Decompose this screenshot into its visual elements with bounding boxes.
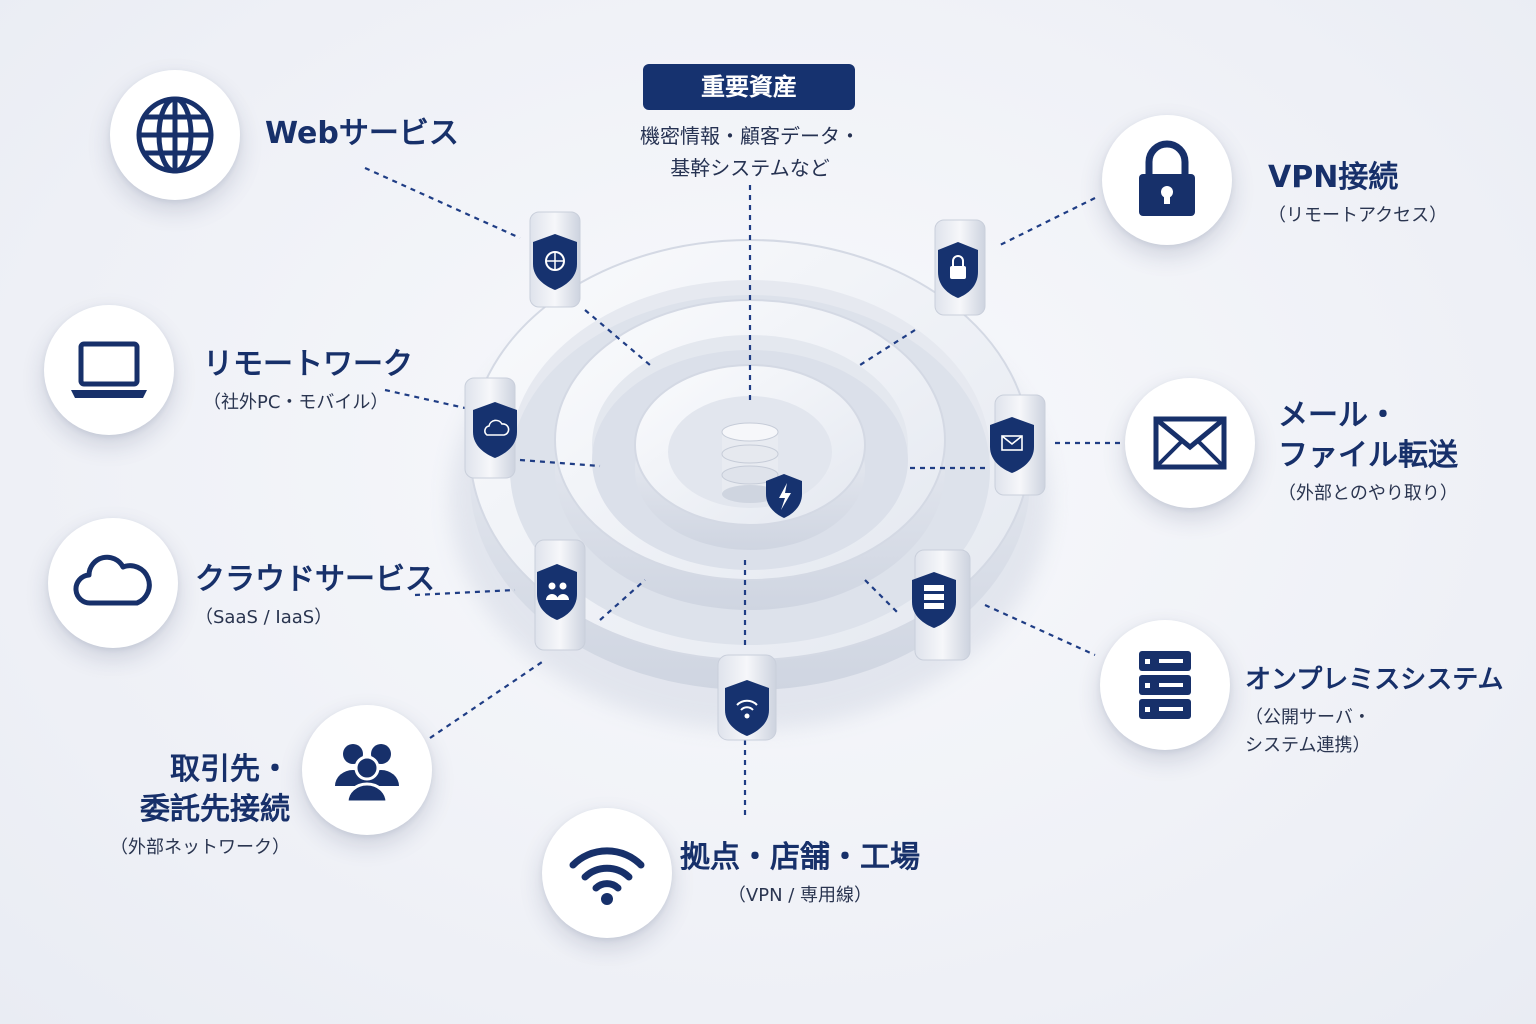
label-sites: 拠点・店舗・工場 （VPN / 専用線）	[680, 838, 920, 910]
node-vpn	[1102, 115, 1232, 245]
node-subtitle: （SaaS / IaaS）	[195, 607, 333, 628]
node-title: オンプレミスシステム	[1245, 665, 1504, 695]
node-title: 委託先接続	[140, 792, 290, 827]
node-cloud	[48, 518, 178, 648]
node-subtitle: システム連携）	[1245, 735, 1371, 756]
node-onprem	[1100, 620, 1230, 750]
node-title: リモートワーク	[203, 347, 413, 382]
node-mail	[1125, 378, 1255, 508]
label-onprem: オンプレミスシステム （公開サーバ・ システム連携）	[1245, 660, 1503, 760]
label-remote-work: リモートワーク （社外PC・モバイル）	[203, 345, 413, 417]
node-title: VPN接続	[1268, 160, 1399, 195]
label-vpn: VPN接続 （リモートアクセス）	[1268, 158, 1447, 230]
globe-icon	[136, 96, 214, 174]
cloud-icon	[73, 554, 152, 606]
node-web	[110, 70, 240, 200]
node-subtitle: （VPN / 専用線）	[727, 885, 873, 906]
gateway-tower-partner	[534, 539, 586, 651]
server-icon	[1139, 651, 1191, 719]
label-mail: メール・ ファイル転送 （外部とのやり取り）	[1278, 396, 1458, 508]
node-partner	[302, 705, 432, 835]
node-subtitle: （公開サーバ・	[1245, 707, 1371, 728]
core-asset-badge: 重要資産	[643, 64, 855, 110]
label-web: Webサービス	[265, 114, 459, 154]
node-title: メール・	[1278, 398, 1398, 433]
node-subtitle: （外部ネットワーク）	[110, 837, 290, 858]
node-subtitle: （社外PC・モバイル）	[203, 392, 389, 413]
node-title: 拠点・店舗・工場	[680, 840, 920, 875]
label-partner: 取引先・ 委託先接続 （外部ネットワーク）	[100, 750, 290, 862]
core-asset-description: 機密情報・顧客データ・ 基幹システムなど	[600, 120, 900, 184]
node-subtitle: （外部とのやり取り）	[1278, 483, 1458, 504]
core-asset-description-line: 基幹システムなど	[670, 156, 830, 180]
label-cloud: クラウドサービス （SaaS / IaaS）	[195, 560, 435, 632]
gateway-tower-vpn	[934, 219, 986, 316]
wifi-icon	[569, 847, 645, 905]
connector-lines	[364, 166, 1120, 820]
laptop-icon	[71, 341, 147, 398]
envelope-icon	[1153, 416, 1227, 470]
node-remote-work	[44, 305, 174, 435]
node-subtitle: （リモートアクセス）	[1268, 205, 1448, 226]
gateway-tower-sites	[717, 654, 777, 741]
gateway-tower-cloud	[464, 377, 517, 479]
gateway-tower-onprem	[912, 549, 971, 661]
gateway-tower-mail	[990, 394, 1046, 496]
core-asset-description-line: 機密情報・顧客データ・	[640, 124, 860, 148]
gateway-tower-web	[529, 211, 581, 308]
node-title: クラウドサービス	[195, 562, 435, 597]
node-title: Webサービス	[265, 116, 459, 151]
node-sites	[542, 808, 672, 938]
node-title: ファイル転送	[1278, 438, 1458, 473]
lock-icon	[1139, 140, 1195, 216]
shield-icon	[766, 474, 802, 518]
users-icon	[335, 744, 399, 804]
node-title: 取引先・	[170, 752, 290, 787]
